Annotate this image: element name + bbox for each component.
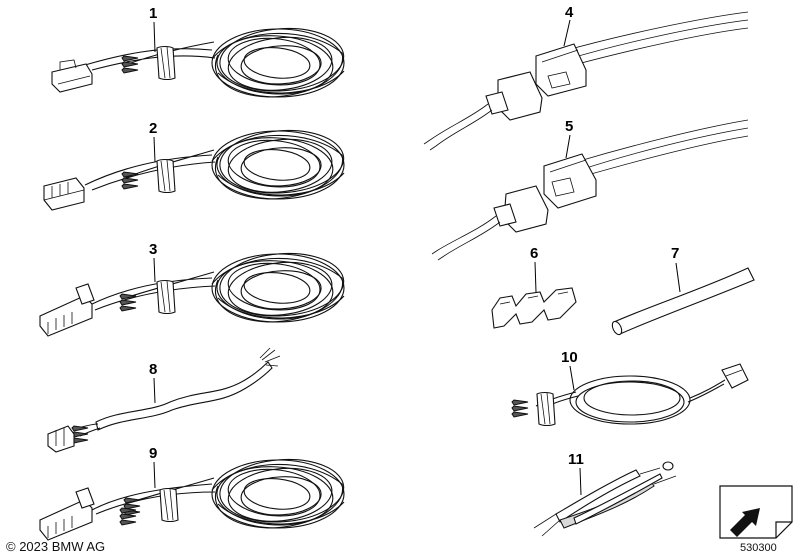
wiring-set-1[interactable] [51, 23, 347, 98]
wiring-set-3[interactable] [39, 248, 347, 337]
connector-pair-4[interactable] [423, 11, 749, 151]
callout-11-leader [579, 467, 582, 496]
callout-3: 3 [149, 241, 157, 258]
connector-clip-6[interactable] [491, 287, 577, 329]
callout-9: 9 [149, 445, 157, 462]
wiring-set-9[interactable] [39, 454, 347, 541]
callout-2: 2 [149, 120, 157, 137]
diagram-number: 530300 [740, 542, 777, 554]
callout-2-leader [153, 136, 156, 163]
callout-7: 7 [671, 245, 679, 262]
page-turn-arrow-icon [719, 485, 793, 539]
callout-11: 11 [568, 451, 584, 468]
wiring-set-2[interactable] [43, 125, 347, 211]
callout-5-leader [565, 134, 571, 159]
callout-6: 6 [530, 245, 538, 262]
callout-5: 5 [565, 118, 573, 135]
callout-3-leader [153, 257, 156, 283]
tube-7[interactable] [610, 267, 755, 336]
callout-8: 8 [149, 361, 157, 378]
callout-10: 10 [561, 349, 578, 366]
copyright-notice: © 2023 BMW AG [6, 539, 106, 554]
wire-set-11[interactable] [533, 461, 677, 537]
callout-8-leader [153, 377, 156, 404]
callout-6-leader [534, 261, 537, 293]
callout-4-leader [563, 19, 571, 47]
callout-9-leader [153, 461, 156, 489]
wiring-set-8[interactable] [47, 347, 281, 453]
callout-1: 1 [149, 5, 157, 22]
callout-7-leader [675, 262, 681, 293]
callout-10-leader [569, 365, 575, 391]
wiring-set-10[interactable] [511, 363, 749, 427]
connector-pair-5[interactable] [431, 119, 749, 261]
callout-4: 4 [565, 4, 574, 21]
callout-1-leader [153, 21, 156, 53]
